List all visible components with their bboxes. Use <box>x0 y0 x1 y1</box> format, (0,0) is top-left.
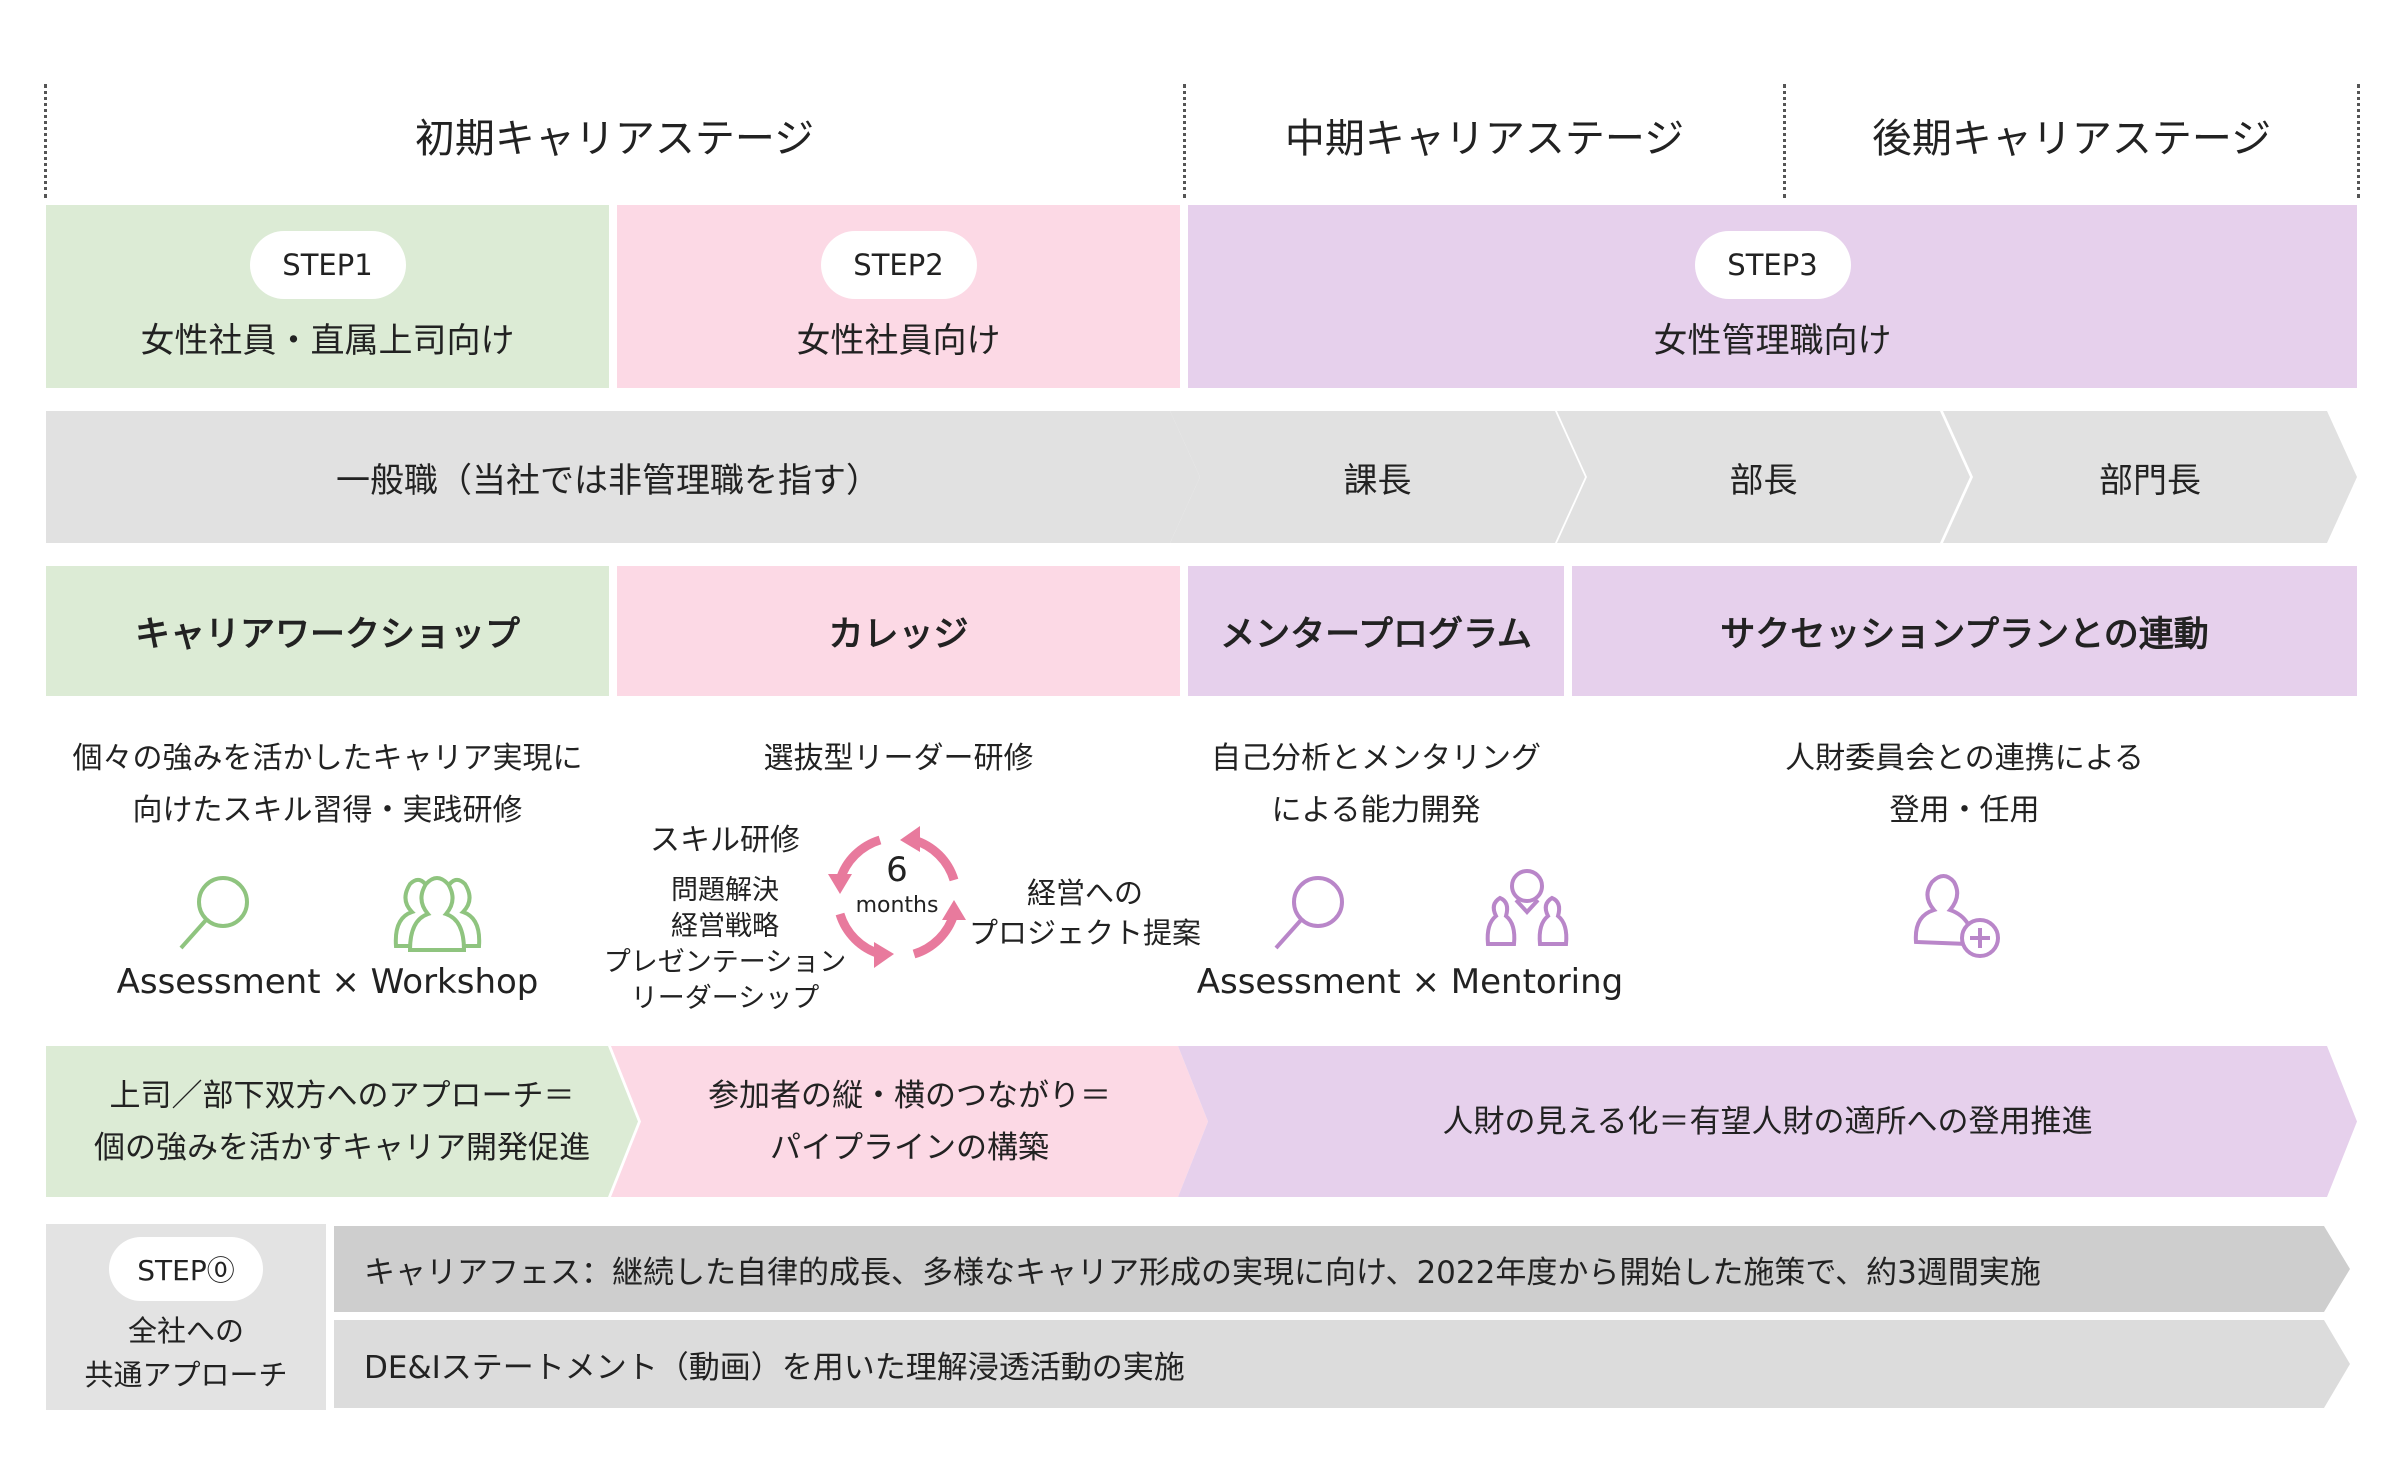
desc-line: による能力開発 <box>1271 793 1481 828</box>
divider <box>1183 84 1186 198</box>
magnifier-icon <box>179 876 249 950</box>
step1-box: STEP1 女性社員・直属上司向け <box>46 205 609 388</box>
result-workshop: 上司／部下双方へのアプローチ＝ 個の強みを活かすキャリア開発促進 <box>46 1046 638 1197</box>
proposal-text: 経営への プロジェクト提案 <box>960 873 1210 953</box>
step-badge: STEP3 <box>1694 231 1851 299</box>
mentor-icons-label: Assessment × Mentoring <box>1196 962 1624 1002</box>
skill-item: リーダーシップ <box>630 983 820 1014</box>
skill-training-title: スキル研修 <box>650 823 800 858</box>
add-user-icon <box>1913 874 2000 958</box>
career-fes-item: キャリアフェス：継続した自律的成長、多様なキャリア形成の実現に向け、2022年度… <box>334 1226 2350 1312</box>
desc-line: 向けたスキル習得・実践研修 <box>132 793 523 828</box>
magnifier-icon <box>1274 876 1344 950</box>
desc-line: 個々の強みを活かしたキャリア実現に <box>72 741 583 776</box>
step0-label-line: 全社への <box>127 1314 244 1348</box>
result-management: 人財の見える化＝有望人財の適所への登用推進 <box>1178 1046 2357 1197</box>
cycle-arrows-icon <box>828 826 966 968</box>
step0-label-line: 共通アプローチ <box>84 1358 288 1392</box>
program-career-workshop: キャリアワークショップ <box>46 566 609 696</box>
college-description: 選抜型リーダー研修 <box>763 741 1034 776</box>
program-succession: サクセッションプランとの連動 <box>1572 566 2357 696</box>
result-line: 個の強みを活かすキャリア開発促進 <box>94 1129 590 1166</box>
position-department-head: 部長 <box>1557 411 1970 543</box>
position-division-head: 部門長 <box>1943 411 2357 543</box>
result-college: 参加者の縦・横のつながり＝ パイプラインの構築 <box>611 1046 1208 1197</box>
desc-line: 登用・任用 <box>1889 793 2040 828</box>
step-label: 女性社員・直属上司向け <box>140 321 515 361</box>
step-badge: STEP⓪ <box>109 1237 263 1301</box>
result-line: 参加者の縦・横のつながり＝ <box>708 1077 1111 1114</box>
program-mentor: メンタープログラム <box>1188 566 1564 696</box>
result-line: パイプラインの構築 <box>770 1129 1049 1166</box>
step-label: 女性社員向け <box>796 321 1001 361</box>
stage-early: 初期キャリアステージ <box>414 116 815 162</box>
dei-statement-item: DE&Iステートメント（動画）を用いた理解浸透活動の実施 <box>334 1320 2350 1408</box>
proposal-line: 経営への <box>1026 876 1143 910</box>
skill-item: 経営戦略 <box>671 911 779 942</box>
mentor-description: 自己分析とメンタリング による能力開発 <box>1188 733 1564 837</box>
workshop-description: 個々の強みを活かしたキャリア実現に 向けたスキル習得・実践研修 <box>46 733 609 837</box>
divider <box>1783 84 1786 198</box>
divider <box>44 84 47 198</box>
result-line: 上司／部下双方へのアプローチ＝ <box>109 1077 575 1114</box>
step-badge: STEP2 <box>820 231 977 299</box>
step3-box: STEP3 女性管理職向け <box>1188 205 2357 388</box>
position-section-chief: 課長 <box>1170 411 1585 543</box>
stage-late: 後期キャリアステージ <box>1871 116 2272 162</box>
step-badge: STEP1 <box>249 231 406 299</box>
program-college: カレッジ <box>617 566 1180 696</box>
step2-box: STEP2 女性社員向け <box>617 205 1180 388</box>
position-general: 一般職（当社では非管理職を指す） <box>46 411 1200 543</box>
result-line: 人財の見える化＝有望人財の適所への登用推進 <box>1442 1103 2093 1140</box>
desc-line: 自己分析とメンタリング <box>1211 741 1541 776</box>
skill-item: 問題解決 <box>671 875 779 906</box>
divider <box>2357 84 2360 198</box>
proposal-line: プロジェクト提案 <box>968 916 1201 950</box>
workshop-icons-label: Assessment × Workshop <box>116 962 539 1002</box>
succession-description: 人財委員会との連携による 登用・任用 <box>1572 733 2357 837</box>
skill-item: プレゼンテーション <box>603 947 847 978</box>
mentoring-people-icon <box>1485 869 1569 946</box>
group-icon <box>393 876 482 952</box>
cycle-unit: months <box>855 893 939 918</box>
step-label: 女性管理職向け <box>1653 321 1892 361</box>
cycle-number: 6 <box>886 850 908 890</box>
step0-box: STEP⓪ 全社への 共通アプローチ <box>46 1224 326 1410</box>
skill-list: 問題解決 経営戦略 プレゼンテーション リーダーシップ <box>590 873 860 1017</box>
desc-line: 人財委員会との連携による <box>1785 741 2144 776</box>
stage-mid: 中期キャリアステージ <box>1284 116 1685 162</box>
